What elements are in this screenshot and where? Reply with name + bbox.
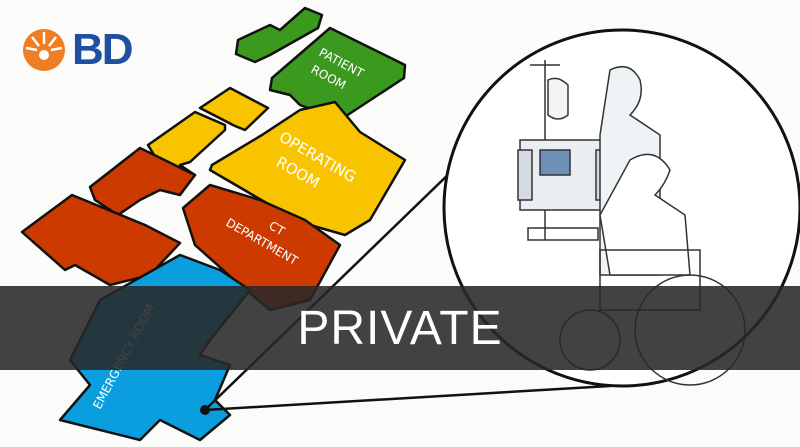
callout-dot <box>200 405 210 415</box>
bd-logo: BD <box>22 25 134 74</box>
red-block-top <box>88 146 197 217</box>
callout-line-lower <box>204 384 611 412</box>
bd-logo-text: BD <box>72 25 134 74</box>
private-overlay-band: PRIVATE <box>0 286 800 370</box>
yellow-block-small <box>198 86 270 132</box>
ct-department-block <box>181 183 342 312</box>
bd-starburst-icon <box>23 29 65 71</box>
green-block-small <box>234 6 324 64</box>
infusion-pump-scene <box>517 60 746 386</box>
private-label: PRIVATE <box>297 301 503 355</box>
